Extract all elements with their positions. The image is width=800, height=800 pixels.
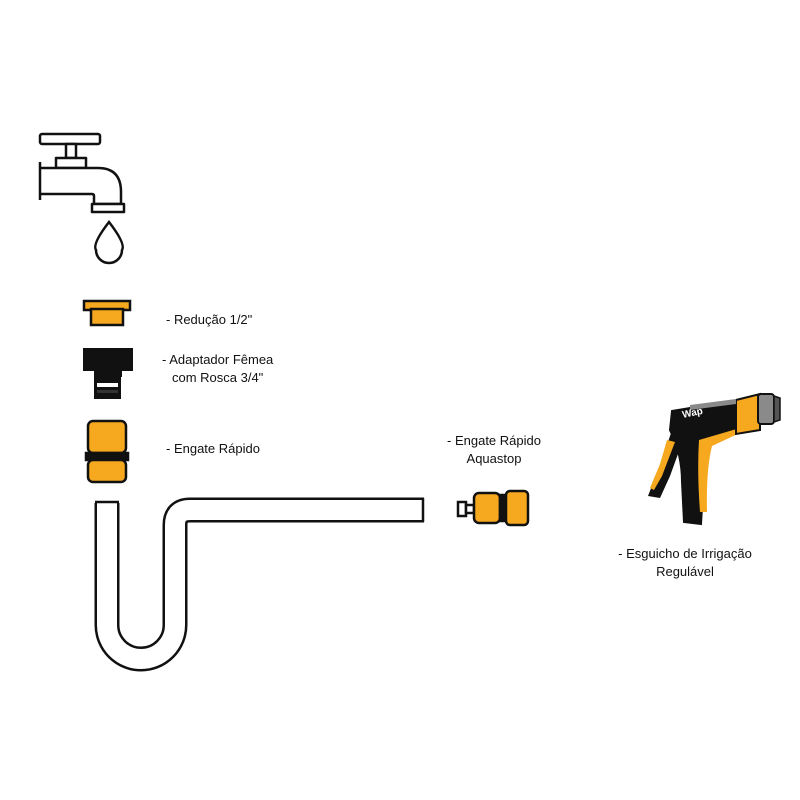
label-engate: - Engate Rápido	[166, 440, 260, 458]
label-reducao: - Redução 1/2"	[166, 311, 252, 329]
reduction-part	[82, 299, 132, 327]
label-engate-text: - Engate Rápido	[166, 441, 260, 456]
faucet-icon	[38, 132, 126, 214]
brand-logo: Wap	[681, 406, 704, 421]
label-adaptador-line1: - Adaptador Fêmea	[162, 352, 274, 367]
water-drop-icon	[94, 219, 124, 265]
label-reducao-text: - Redução 1/2"	[166, 312, 253, 327]
label-aquastop: - Engate Rápido Aquastop	[424, 432, 564, 468]
label-esguicho: - Esguicho de Irrigação Regulável	[600, 545, 770, 581]
female-adapter-part	[83, 348, 133, 399]
quick-coupler-part	[84, 419, 130, 484]
label-adaptador: - Adaptador Fêmea com Rosca 3/4"	[162, 351, 273, 387]
label-esguicho-line1: - Esguicho de Irrigação	[618, 546, 752, 561]
aquastop-coupler-part	[456, 489, 530, 527]
spray-nozzle-gun	[648, 392, 781, 526]
label-esguicho-line2: Regulável	[656, 564, 714, 579]
label-aquastop-line1: - Engate Rápido	[447, 433, 541, 448]
label-aquastop-line2: Aquastop	[466, 451, 522, 466]
hose-icon	[94, 497, 425, 672]
label-adaptador-line2: com Rosca 3/4"	[171, 370, 264, 385]
